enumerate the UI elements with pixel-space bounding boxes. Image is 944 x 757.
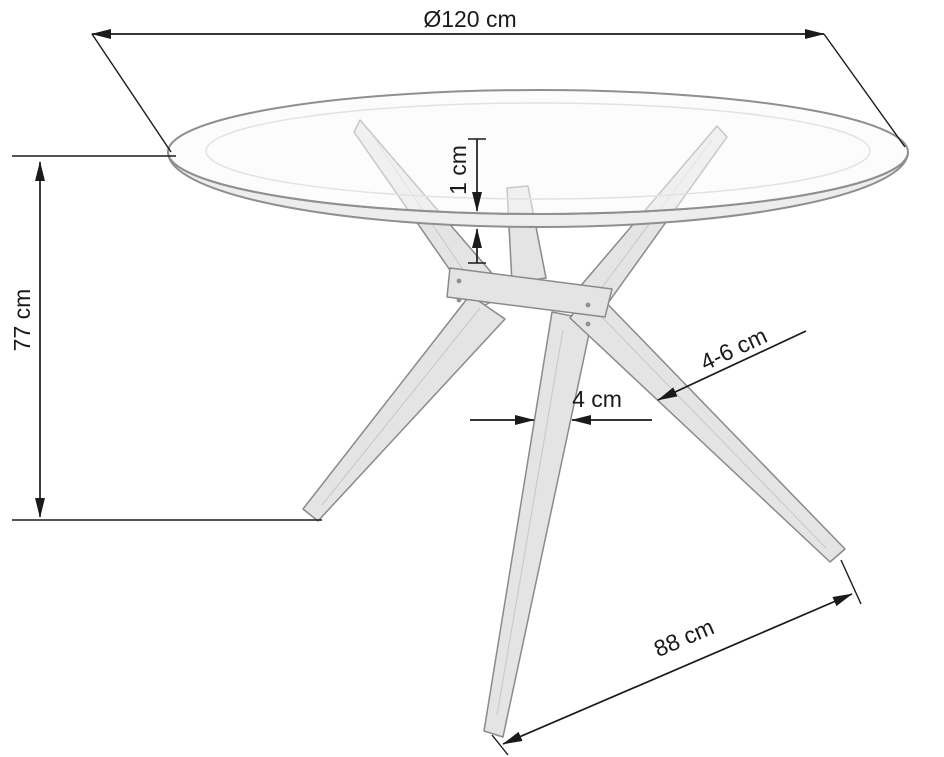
wood-grain-line: [321, 307, 481, 506]
leg-depth-label: 4-6 cm: [696, 322, 771, 375]
diameter-extension-left: [91, 33, 172, 153]
leg-front-left: [302, 294, 506, 522]
dimension-diameter: Ø120 cm: [91, 6, 906, 153]
leg-width-label: 4 cm: [572, 386, 622, 412]
height-label: 77 cm: [9, 289, 35, 352]
screw-dot: [585, 321, 591, 327]
base-span-dimension-line: [502, 593, 853, 745]
tabletop: [167, 89, 909, 228]
diameter-extension-right: [823, 33, 906, 148]
tabletop-reflection: [205, 102, 871, 200]
base-span-label: 88 cm: [650, 613, 718, 662]
dimension-height: 77 cm: [9, 155, 322, 521]
base-span-extension-right: [840, 559, 862, 605]
hub-bracket: [446, 267, 613, 318]
screw-dot: [456, 278, 462, 284]
top-thickness-label: 1 cm: [445, 145, 471, 195]
leg-front-center: [483, 311, 593, 738]
tabletop-surface: [167, 89, 909, 215]
base-span-extension-left: [491, 734, 509, 756]
dimension-top-thickness: 1 cm: [445, 138, 486, 264]
leg-depth-arrow: [657, 330, 807, 401]
wood-grain-line: [599, 314, 827, 549]
dimension-base-span: 88 cm: [491, 559, 862, 756]
dimension-leg-width: 4 cm: [470, 386, 652, 425]
screw-dot: [585, 302, 591, 308]
wood-grain-line: [496, 329, 564, 716]
leg-front-right: [569, 287, 846, 563]
screw-dot: [456, 297, 462, 303]
diameter-label: Ø120 cm: [423, 6, 516, 32]
